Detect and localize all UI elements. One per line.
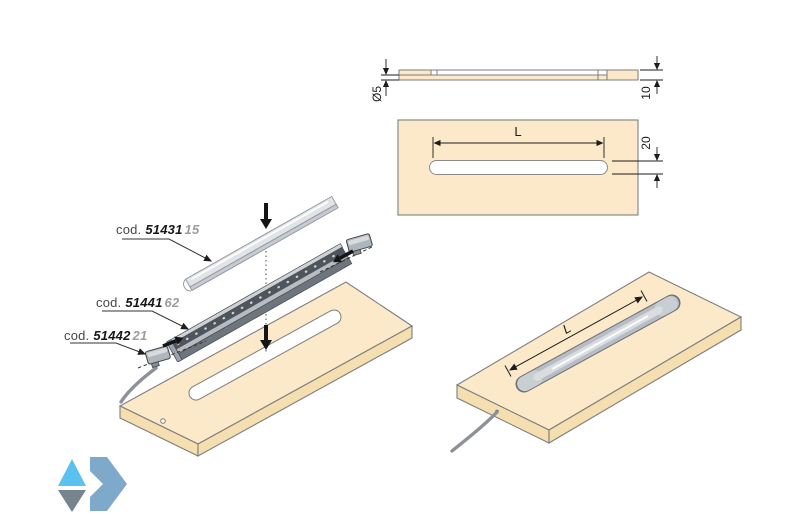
- cap-foot: [351, 248, 362, 257]
- part-variant: 21: [132, 328, 148, 343]
- cable-hole: [160, 418, 166, 424]
- assembly-arrow-cap-right: [332, 249, 354, 263]
- profile-end-section: [166, 339, 183, 363]
- assembly-arrow-down-top: [260, 203, 272, 229]
- arrow-head: [174, 336, 184, 345]
- diffuser-cover-51431: [183, 195, 339, 292]
- logo-triangle-down-icon: [58, 490, 86, 512]
- leader-line-51441: [102, 310, 190, 330]
- diffuser-highlight: [190, 200, 329, 281]
- dim-label-slot-width: 20: [639, 136, 653, 150]
- end-cap-left-51442: [144, 345, 171, 369]
- leader-line-51442: [70, 342, 147, 355]
- arrow-shaft: [264, 325, 268, 341]
- cap-guide-dashed-line: [319, 245, 375, 273]
- part-code: 51442: [93, 328, 131, 343]
- logo-triangle-up-icon: [58, 459, 86, 486]
- assembly-arrow-cap-left: [162, 336, 184, 348]
- arrow-shaft: [162, 339, 177, 348]
- arrow-head: [260, 340, 272, 350]
- cap-foot: [150, 361, 160, 369]
- cap-top-highlight: [348, 235, 369, 245]
- power-cable: [119, 366, 158, 404]
- installed-cap-right: [654, 296, 678, 316]
- dim-label-slot-length: L: [514, 124, 522, 139]
- profile-side-view: [398, 69, 639, 81]
- side-view-left-cap: [398, 69, 432, 76]
- panel-top-view: [397, 119, 663, 216]
- led-profile-51441: [166, 243, 353, 363]
- code-prefix: cod.: [96, 295, 122, 310]
- dimension-tick: [504, 365, 512, 377]
- assembled-view: [450, 271, 743, 453]
- part-code: 51431: [145, 222, 183, 237]
- assembly-arrow-down-bottom: [260, 325, 272, 350]
- led-strip-channel: [170, 247, 346, 351]
- power-cable: [450, 410, 499, 453]
- diffuser-end-curl: [183, 278, 192, 292]
- code-prefix: cod.: [116, 222, 142, 237]
- panel-front-face: [548, 316, 742, 444]
- arrow-shaft: [264, 203, 268, 220]
- dim-label-profile-height: 10: [639, 86, 653, 100]
- diffuser-lip: [189, 203, 339, 292]
- side-view-right-cap: [606, 69, 639, 81]
- side-view-flange: [398, 74, 639, 81]
- led-diodes: [176, 251, 341, 346]
- top-view-dimensions: [432, 137, 663, 188]
- end-cap-right-51442: [345, 233, 373, 257]
- part-variant: 15: [184, 222, 200, 237]
- panel-front-face: [197, 325, 413, 457]
- dimension-line-length: [509, 296, 643, 371]
- leader-line-51431: [122, 238, 212, 262]
- dim-label-cable-diameter: Ø5: [370, 86, 384, 103]
- installed-cap-left: [517, 370, 543, 391]
- arrow-head: [332, 254, 343, 263]
- arrow-shaft: [339, 249, 354, 260]
- part-code: 51441: [125, 295, 163, 310]
- logo-arrow-right-icon: [90, 457, 127, 511]
- exploded-assembly-view: [70, 195, 414, 457]
- brand-logo: [58, 457, 127, 512]
- cap-top-highlight: [147, 347, 167, 357]
- assembled-dimension: [504, 290, 648, 377]
- arrow-head: [260, 219, 272, 229]
- dimension-tick: [640, 290, 648, 302]
- side-view-dimensions: [381, 56, 663, 96]
- panel-slot: [189, 310, 341, 400]
- part-variant: 62: [164, 295, 180, 310]
- code-prefix: cod.: [64, 328, 90, 343]
